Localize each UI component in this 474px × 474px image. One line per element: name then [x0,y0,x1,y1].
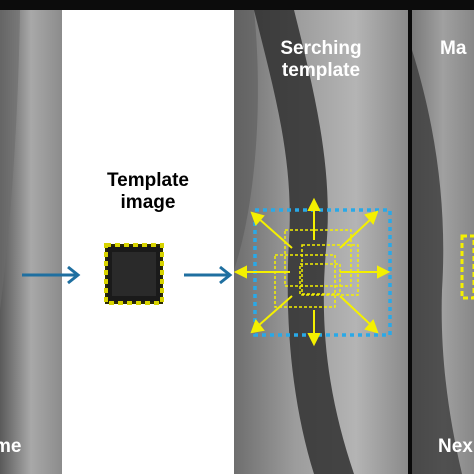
panel-divider [408,10,412,474]
previous-frame-panel [0,10,62,474]
searching-template-panel [234,10,408,474]
next-frame-texture [412,10,474,474]
previous-frame-texture [0,10,62,474]
search-title-line1: Serching [280,38,362,59]
match-marker [460,234,474,300]
template-title-line1: Template [106,170,189,191]
search-frame-texture [234,10,408,474]
search-title-line2: template [281,59,361,81]
previous-frame-label: me [0,436,22,457]
arrow-template-to-search [184,265,233,285]
arrow-prev-to-template [22,265,81,285]
template-title-line2: image [120,191,176,213]
candidate-windows [274,229,359,308]
next-frame-panel [412,10,474,474]
template-image-panel [62,10,234,474]
template-image-patch [104,243,164,305]
top-black-bar [0,0,474,10]
template-image-title: Template image [62,170,234,214]
next-frame-label: Nex [438,436,473,457]
search-direction-arrows [233,197,391,347]
next-frame-title: Ma [440,38,467,59]
searching-template-title: Serching template [234,38,408,82]
